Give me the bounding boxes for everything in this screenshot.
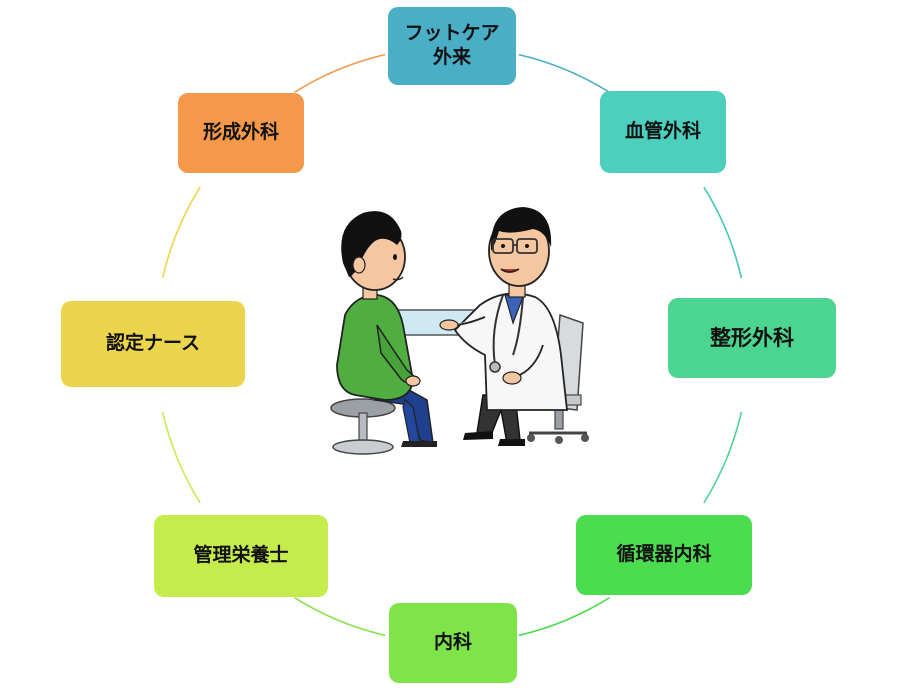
node-cardiology: 循環器内科 <box>576 515 752 595</box>
doctor-figure <box>439 207 569 446</box>
patient-figure <box>336 211 437 447</box>
node-orthopedics: 整形外科 <box>668 298 836 378</box>
ring-arc-vascular-surgery <box>703 186 743 279</box>
node-dietitian: 管理栄養士 <box>154 515 328 597</box>
patient-stool <box>330 398 396 455</box>
ring-arc-certified-nurse <box>161 186 201 279</box>
node-certified-nurse: 認定ナース <box>61 301 245 387</box>
node-vascular-surgery: 血管外科 <box>600 91 726 173</box>
node-foot-care-clinic: フットケア 外来 <box>388 7 516 85</box>
consultation-illustration <box>330 207 589 455</box>
ring-arc-internal-medicine <box>294 597 386 637</box>
ring-arc-plastic-surgery <box>294 53 386 93</box>
node-plastic-surgery: 形成外科 <box>178 93 304 173</box>
node-internal-medicine: 内科 <box>389 603 517 683</box>
ring-arc-dietitian <box>161 411 201 504</box>
ring-arc-orthopedics <box>703 411 743 504</box>
ring-arc-cardiology <box>518 597 610 637</box>
ring-arc-foot-care <box>518 53 610 93</box>
